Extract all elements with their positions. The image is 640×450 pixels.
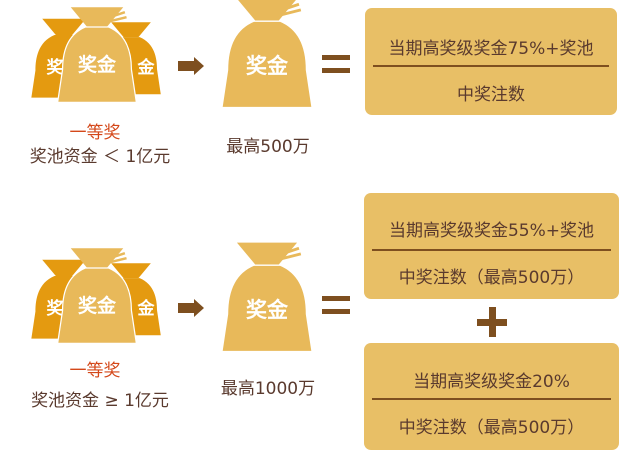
fraction-line bbox=[373, 65, 609, 67]
bag-label: 奖金 bbox=[77, 54, 116, 76]
formula-denominator: 中奖注数（最高500万） bbox=[398, 268, 585, 288]
max-prize: 最高500万 bbox=[226, 137, 310, 157]
bag-label: 奖金 bbox=[77, 295, 116, 317]
formula-denominator: 中奖注数 bbox=[457, 85, 525, 105]
arrow-right-icon bbox=[178, 299, 204, 317]
bag-label: 奖金 bbox=[246, 54, 288, 78]
fraction-line bbox=[372, 398, 611, 400]
formula-box: 当期高奖级奖金55%+奖池 中奖注数（最高500万） bbox=[364, 193, 619, 299]
equals-icon bbox=[322, 55, 350, 81]
money-bag-back-left: 奖 bbox=[30, 258, 98, 343]
arrow-right-icon bbox=[178, 57, 204, 75]
prize-tier: 一等奖 bbox=[69, 123, 121, 143]
fraction-line bbox=[372, 249, 611, 251]
money-bag-back-right: 金 bbox=[100, 17, 162, 102]
plus-icon bbox=[477, 307, 507, 337]
bag-label: 奖金 bbox=[246, 298, 288, 322]
formula-numerator: 当期高奖级奖金55%+奖池 bbox=[388, 221, 595, 241]
money-bag-front: 奖金 bbox=[56, 245, 138, 350]
bag-label: 金 bbox=[137, 58, 155, 78]
pool-condition: 奖池资金 ＜ 1亿元 bbox=[29, 147, 171, 167]
pool-condition: 奖池资金 ≥ 1亿元 bbox=[31, 391, 169, 411]
formula-numerator: 当期高奖级奖金75%+奖池 bbox=[388, 39, 594, 59]
formula-box: 当期高奖级奖金75%+奖池 中奖注数 bbox=[365, 8, 617, 115]
money-bag-back-left: 奖 bbox=[30, 17, 98, 102]
equals-icon bbox=[322, 296, 350, 322]
money-bag-back-right: 金 bbox=[100, 258, 162, 343]
max-prize: 最高1000万 bbox=[220, 379, 316, 399]
money-bag-front: 奖金 bbox=[56, 4, 138, 109]
prize-tier: 一等奖 bbox=[69, 361, 121, 381]
formula-denominator: 中奖注数（最高500万） bbox=[398, 418, 585, 438]
bag-label: 奖 bbox=[46, 299, 64, 319]
money-bag-result: 奖金 bbox=[220, 0, 314, 116]
bag-label: 金 bbox=[137, 299, 155, 319]
formula-numerator: 当期高奖级奖金20% bbox=[413, 372, 570, 392]
bag-label: 奖 bbox=[46, 58, 64, 78]
money-bag-result: 奖金 bbox=[220, 238, 314, 360]
formula-box: 当期高奖级奖金20% 中奖注数（最高500万） bbox=[364, 343, 619, 450]
